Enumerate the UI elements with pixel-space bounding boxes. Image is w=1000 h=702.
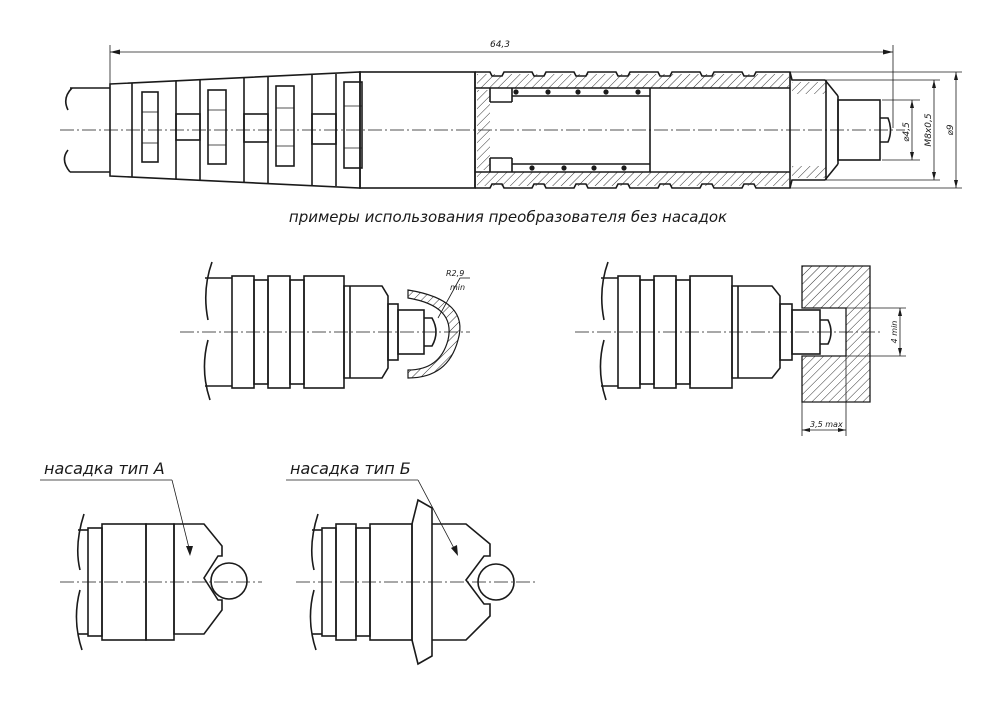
radius-note: min bbox=[450, 283, 465, 292]
thread-dimension: M8x0,5 bbox=[924, 113, 934, 146]
tip-a-label: насадка тип А bbox=[44, 459, 165, 478]
length-dimension: 64,3 bbox=[490, 40, 510, 50]
tip-b-label: насадка тип Б bbox=[290, 459, 411, 478]
tip-a-view: насадка тип А bbox=[40, 459, 262, 651]
radius-dimension: R2,9 bbox=[446, 269, 464, 278]
pocket-contact-view: 4 min 3,5 max bbox=[575, 261, 906, 436]
width-dimension: 3,5 max bbox=[810, 420, 843, 429]
outer-diameter-dimension: ⌀9 bbox=[946, 124, 956, 135]
main-sensor-view: 64,3 ⌀4,5 M8x0,5 ⌀9 bbox=[60, 40, 962, 189]
depth-dimension: 4 min bbox=[890, 321, 899, 344]
concave-contact-view: R2,9 min bbox=[180, 261, 470, 401]
caption: примеры использования преобразователя бе… bbox=[289, 208, 727, 226]
tip-b-view: насадка тип Б bbox=[286, 459, 538, 666]
bore-dimension: ⌀4,5 bbox=[902, 122, 912, 142]
